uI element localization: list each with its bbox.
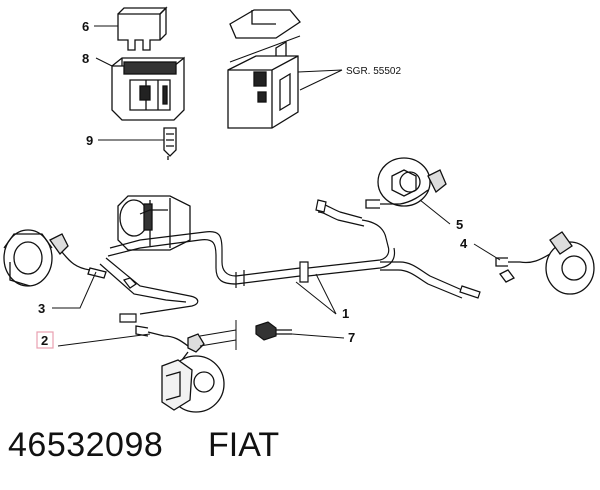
modulator-drawing: [117, 195, 191, 251]
fuse-box-drawing: [111, 56, 185, 121]
brand-name: FIAT: [208, 426, 280, 464]
callouts: 6 8 9 SGR. 55502 3 2 1 7 5 4: [36, 19, 468, 349]
front-left-disc-drawing: [3, 229, 107, 287]
callout-1: 1: [342, 306, 349, 321]
fuse-drawing: [117, 6, 168, 51]
callout-2-highlight: [36, 331, 54, 349]
front-right-disc-drawing: [135, 325, 225, 413]
callout-7: 7: [348, 330, 355, 345]
callout-9: 9: [86, 133, 93, 148]
leader-lines: [52, 25, 501, 350]
control-unit-drawing: [227, 9, 301, 129]
callout-3: 3: [38, 301, 45, 316]
callout-6: 6: [82, 19, 89, 34]
rear-left-disc-drawing: [495, 231, 595, 295]
connector-clip-drawing: [163, 127, 177, 160]
bolt-drawing: [255, 321, 292, 341]
reference-label: SGR. 55502: [346, 66, 401, 77]
rear-right-disc-drawing: [365, 157, 447, 209]
callout-8: 8: [82, 51, 89, 66]
callout-2: 2: [41, 333, 48, 348]
callout-4: 4: [460, 236, 468, 251]
brake-pipes-drawing: [99, 199, 481, 323]
part-number: 46532098: [8, 426, 164, 464]
callout-5: 5: [456, 217, 463, 232]
